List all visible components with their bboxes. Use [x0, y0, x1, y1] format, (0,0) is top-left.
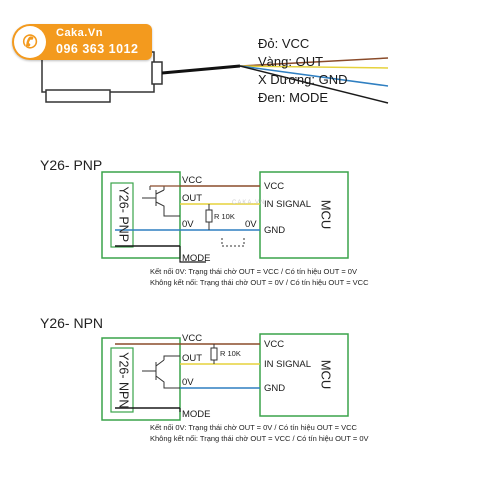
wire-label-mode: Đen: MODE: [258, 90, 329, 105]
npn-wire-vcc: VCC: [182, 333, 203, 344]
npn-wire-0v: 0V: [182, 377, 194, 388]
npn-resistor-label: R 10K: [220, 349, 241, 358]
pnp-wire-0v-jumper: 0V: [245, 219, 257, 230]
npn-note-connected: Kết nối 0V: Trạng thái chờ OUT = 0V / Có…: [150, 423, 357, 432]
npn-sensor-label: Y26- NPN: [116, 352, 131, 409]
npn-wire-mode: MODE: [182, 409, 211, 420]
pnp-mcu-pin-vcc: VCC: [264, 181, 285, 192]
pnp-wire-vcc: VCC: [182, 175, 203, 186]
pnp-resistor-label: R 10K: [214, 212, 235, 221]
cable: [161, 57, 389, 104]
pnp-mcu-pin-in-signal: IN SIGNAL: [264, 199, 311, 210]
pnp-wire-0v: 0V: [182, 219, 194, 230]
npn-note-disconnected: Không kết nối: Trạng thái chờ OUT = VCC …: [150, 434, 369, 443]
wire-label-out: Vàng: OUT: [258, 54, 324, 69]
brand-phone: 096 363 1012: [56, 42, 139, 56]
pnp-note-connected: Kết nối 0V: Trạng thái chờ OUT = VCC / C…: [150, 267, 357, 276]
npn-mcu-label: MCU: [318, 359, 334, 390]
npn-mcu-pin-in-signal: IN SIGNAL: [264, 359, 311, 370]
npn-wire-out: OUT: [182, 353, 203, 364]
phone-icon: ✆: [14, 26, 46, 58]
pnp-sensor-label: Y26- PNP: [116, 186, 131, 243]
pnp-mcu-label: MCU: [318, 199, 334, 230]
pnp-wire-out: OUT: [182, 193, 203, 204]
npn-title: Y26- NPN: [40, 315, 104, 331]
pnp-circuit: [101, 171, 349, 263]
npn-mcu-pin-vcc: VCC: [264, 339, 285, 350]
pnp-note-disconnected: Không kết nối: Trạng thái chờ OUT = 0V /…: [150, 278, 369, 287]
wire-label-gnd: X Dương: GND: [258, 72, 348, 87]
brand-logo: ✆ Caka.Vn 096 363 1012: [12, 24, 152, 60]
pnp-mcu-pin-gnd: GND: [264, 225, 286, 236]
wire-label-vcc: Đỏ: VCC: [258, 36, 310, 51]
npn-mcu-pin-gnd: GND: [264, 383, 286, 394]
brand-name: Caka.Vn: [56, 27, 103, 39]
npn-circuit: [101, 333, 349, 421]
watermark: CAKA.VN: [232, 200, 266, 206]
pnp-title: Y26- PNP: [40, 157, 103, 173]
pnp-wire-mode: MODE: [182, 253, 211, 264]
